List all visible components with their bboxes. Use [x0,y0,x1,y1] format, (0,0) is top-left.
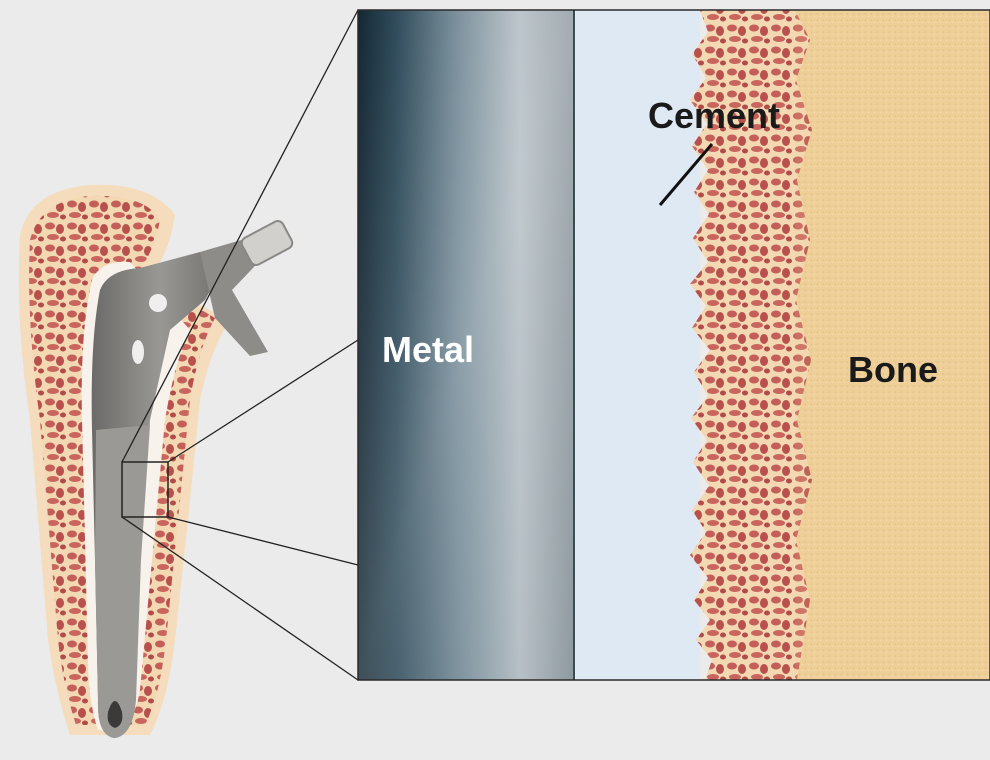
implant-slot-icon [132,340,144,364]
metal-label: Metal [382,329,474,370]
bone-label: Bone [848,349,938,390]
femur-illustration [19,185,295,738]
bone-layer [795,10,990,680]
implant-hole-icon [149,294,167,312]
zoomed-section: Metal Cement Bone [358,10,990,680]
cement-label: Cement [648,95,780,136]
